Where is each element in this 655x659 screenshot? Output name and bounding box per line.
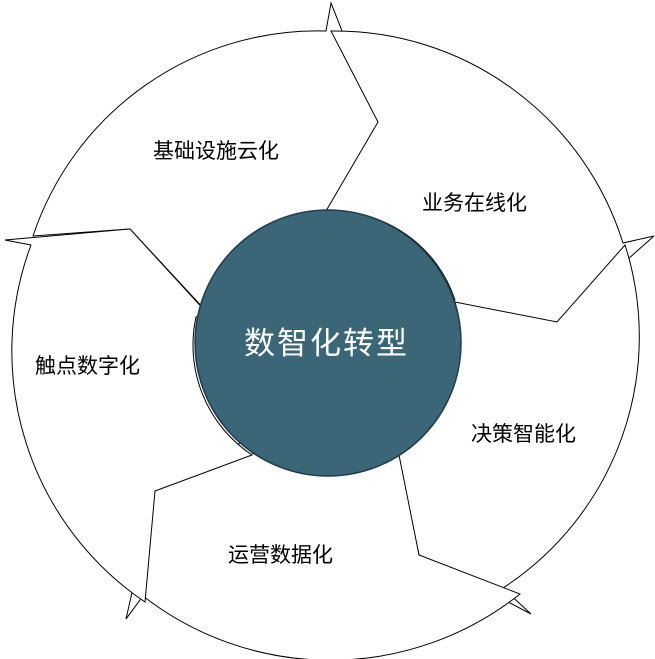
segment-label-infra: 基础设施云化 [153,139,279,163]
center-circle [194,209,462,477]
segment-label-operation: 运营数据化 [228,543,333,567]
segment-arrow-touchpoint [4,228,254,603]
segment-label-decision: 决策智能化 [471,422,576,446]
segment-label-business: 业务在线化 [422,191,527,215]
center-title: 数智化转型 [244,326,409,362]
segment-label-touchpoint: 触点数字化 [35,354,140,378]
